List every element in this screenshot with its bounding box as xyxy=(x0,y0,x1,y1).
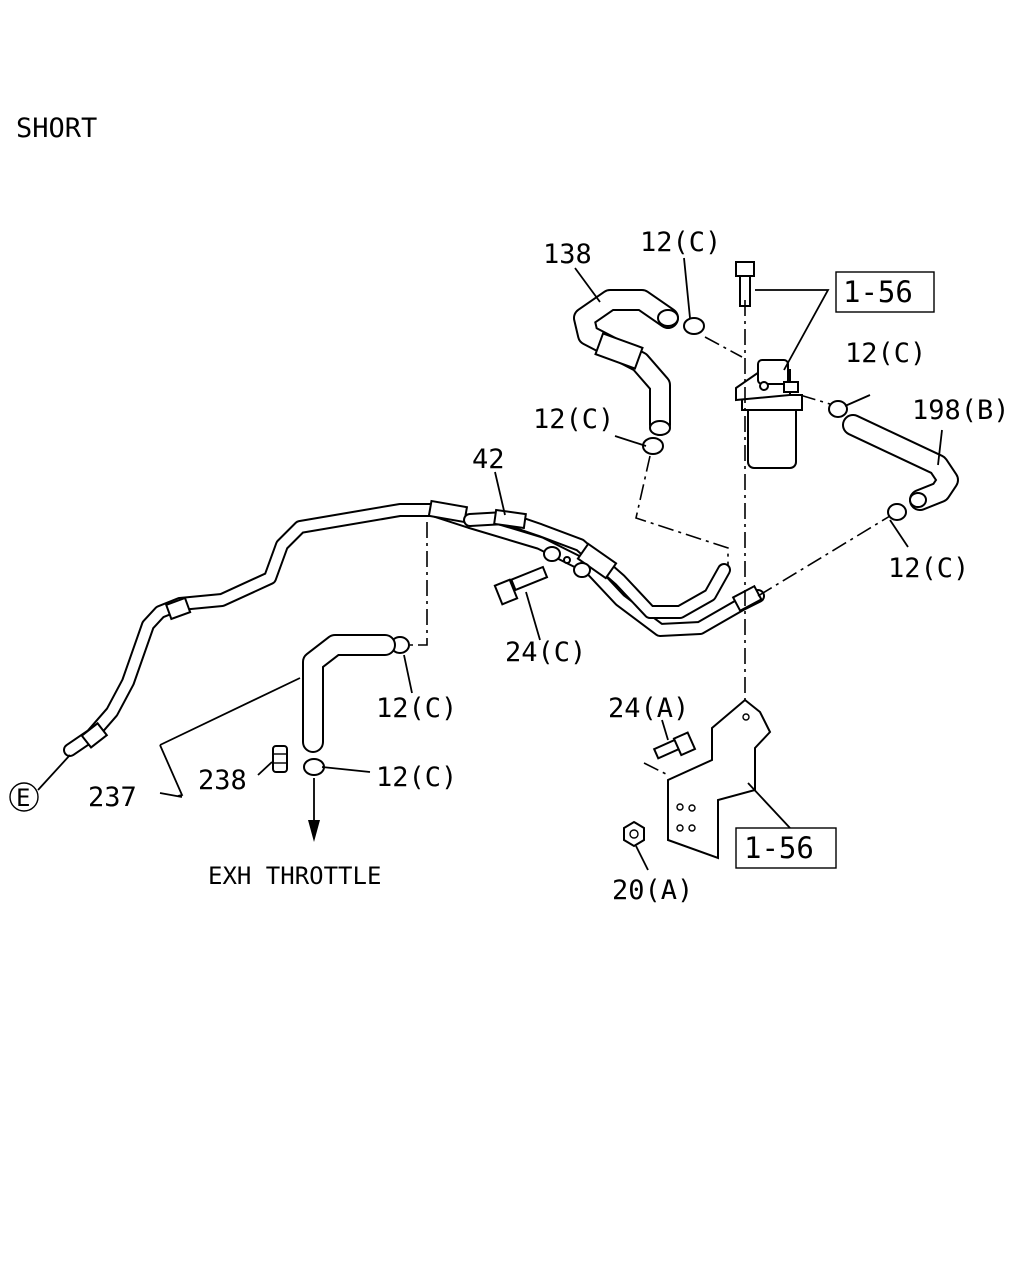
exh-throttle-arrow xyxy=(308,778,320,842)
main-fuel-pipe xyxy=(63,503,765,757)
label-12c-far-right: 12(C) xyxy=(888,553,969,584)
hose-198b xyxy=(842,414,959,511)
leader-lines xyxy=(37,257,943,871)
hose-138 xyxy=(573,289,679,436)
label-12c-top: 12(C) xyxy=(640,227,721,258)
connector-e-circle xyxy=(9,782,39,812)
label-ref-top: 1-56 xyxy=(843,275,913,309)
assembly-lines xyxy=(410,300,891,776)
pipe-sleeves xyxy=(80,499,763,749)
label-238: 238 xyxy=(198,765,247,796)
clamps xyxy=(303,317,907,776)
fuel-filter xyxy=(735,359,803,469)
variant-label: SHORT xyxy=(16,113,97,144)
ref-box-top xyxy=(835,271,935,313)
pipe-clamp-blocks xyxy=(543,546,591,578)
hose-237 xyxy=(302,634,396,753)
label-exh-throttle: EXH THROTTLE xyxy=(208,862,381,890)
label-237: 237 xyxy=(88,782,137,813)
label-198b: 198(B) xyxy=(912,395,1010,426)
label-ref-bottom: 1-56 xyxy=(744,831,814,865)
label-24a: 24(A) xyxy=(608,693,689,724)
fitting-238 xyxy=(272,745,288,773)
filter-bolt xyxy=(735,261,755,307)
label-12c-right: 12(C) xyxy=(845,338,926,369)
label-12c-lower: 12(C) xyxy=(376,693,457,724)
pipe-42 xyxy=(463,508,731,619)
bolt-24a xyxy=(652,731,697,760)
label-138: 138 xyxy=(543,239,592,270)
label-connector-e: E xyxy=(16,784,30,812)
label-42: 42 xyxy=(472,444,505,475)
bolt-24c xyxy=(493,565,549,606)
nut-20a xyxy=(623,820,645,848)
label-12c-bottom: 12(C) xyxy=(376,762,457,793)
label-12c-mid: 12(C) xyxy=(533,404,614,435)
ref-box-bottom xyxy=(735,827,837,869)
bracket xyxy=(667,698,772,860)
label-24c: 24(C) xyxy=(505,637,586,668)
label-20a: 20(A) xyxy=(612,875,693,906)
